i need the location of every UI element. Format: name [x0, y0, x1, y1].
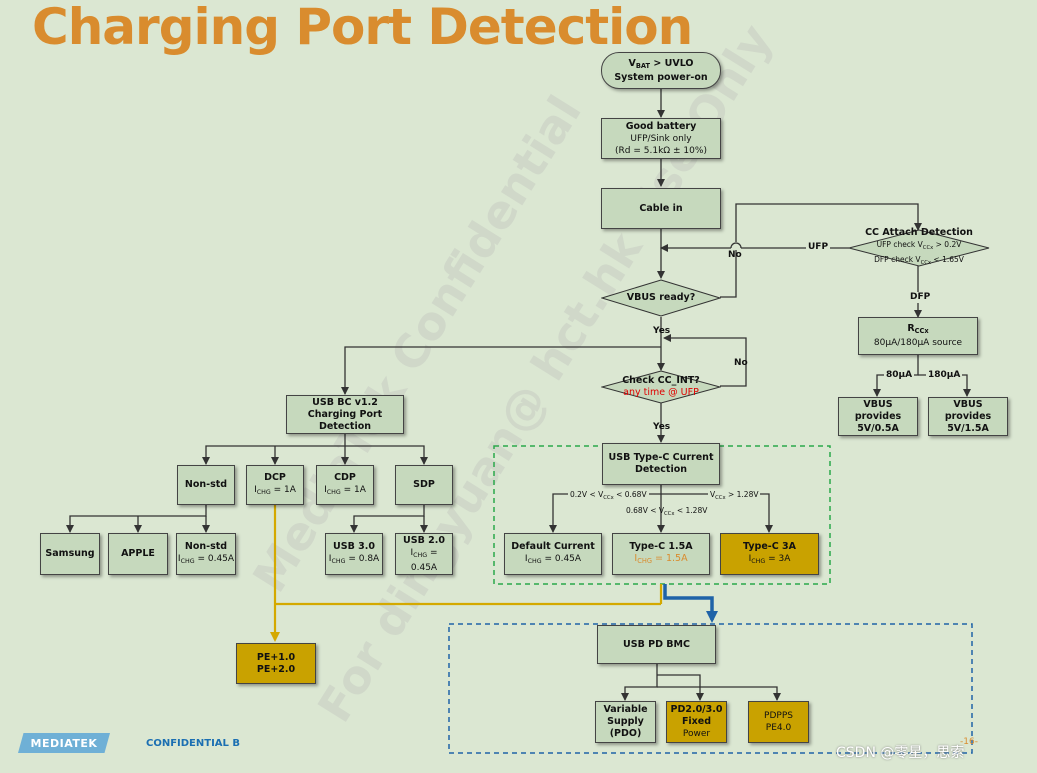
label-180ua: 180μA	[926, 370, 963, 381]
sdp-box: SDP	[395, 465, 453, 505]
confidential-label: CONFIDENTIAL B	[146, 738, 241, 749]
cdp-box: CDP ICHG = 1A	[316, 465, 374, 505]
variable-supply-box: Variable Supply (PDO)	[595, 701, 656, 743]
pe-box: PE+1.0 PE+2.0	[236, 643, 316, 684]
pdpps-box: PDPPS PE4.0	[748, 701, 809, 743]
bc12-box: USB BC v1.2 Charging Port Detection	[286, 395, 404, 434]
start-node: VBAT > UVLO System power-on	[601, 52, 721, 89]
typec-detection-box: USB Type-C Current Detection	[602, 443, 720, 485]
check-cc-diamond	[601, 370, 721, 404]
good-battery-box: Good battery UFP/Sink only (Rd = 5.1kΩ ±…	[601, 118, 721, 159]
csdn-credit: CSDN @零星，思索	[836, 745, 965, 761]
check-cc-label: Check CC_INT? any time @ UFP	[622, 375, 700, 398]
label-ufp: UFP	[806, 242, 831, 253]
nonstd2-box: Non-std ICHG = 0.45A	[176, 533, 236, 575]
apple-box: APPLE	[108, 533, 168, 575]
label-yes-vbus: Yes	[653, 326, 671, 336]
label-80ua: 80μA	[884, 370, 915, 381]
vbus-15a-box: VBUS provides 5V/1.5A	[928, 397, 1008, 436]
typec15-box: Type-C 1.5A ICHG = 1.5A	[612, 533, 710, 575]
label-range-3a: VCCx > 1.28V	[708, 489, 761, 504]
cc-attach-label: CC Attach Detection UFP check VCCx > 0.2…	[865, 227, 973, 266]
cable-in-box: Cable in	[601, 188, 721, 229]
vbus-ready-label: VBUS ready?	[626, 292, 696, 303]
cc-attach-diamond	[848, 229, 990, 267]
page-title: Charging Port Detection	[32, 0, 693, 56]
vbus-05a-box: VBUS provides 5V/0.5A	[838, 397, 918, 436]
label-dfp: DFP	[908, 292, 933, 303]
pd-bmc-box: USB PD BMC	[597, 625, 716, 664]
pd2030-box: PD2.0/3.0 Fixed Power	[666, 701, 727, 743]
mediatek-logo: MEDIATEK	[18, 733, 110, 753]
label-no-vbus: No	[728, 250, 742, 260]
label-range-15a: 0.68V < VCCx < 1.28V	[626, 506, 708, 517]
page-number: -16-	[960, 737, 978, 747]
usb30-box: USB 3.0 ICHG = 0.8A	[325, 533, 383, 575]
label-yes-cc: Yes	[653, 422, 671, 432]
label-range-default: 0.2V < VCCx < 0.68V	[568, 489, 649, 504]
usb20-box: USB 2.0 ICHG = 0.45A	[395, 533, 453, 575]
dcp-box: DCP ICHG = 1A	[246, 465, 304, 505]
samsung-box: Samsung	[40, 533, 100, 575]
typec3-box: Type-C 3A ICHG = 3A	[720, 533, 819, 575]
pd-region	[448, 623, 973, 754]
label-no-cc: No	[734, 358, 748, 368]
default-current-box: Default Current ICHG = 0.45A	[504, 533, 602, 575]
nonstd-box: Non-std	[177, 465, 235, 505]
rccx-box: RCCx 80μA/180μA source	[858, 317, 978, 355]
vbus-ready-diamond	[601, 279, 721, 317]
